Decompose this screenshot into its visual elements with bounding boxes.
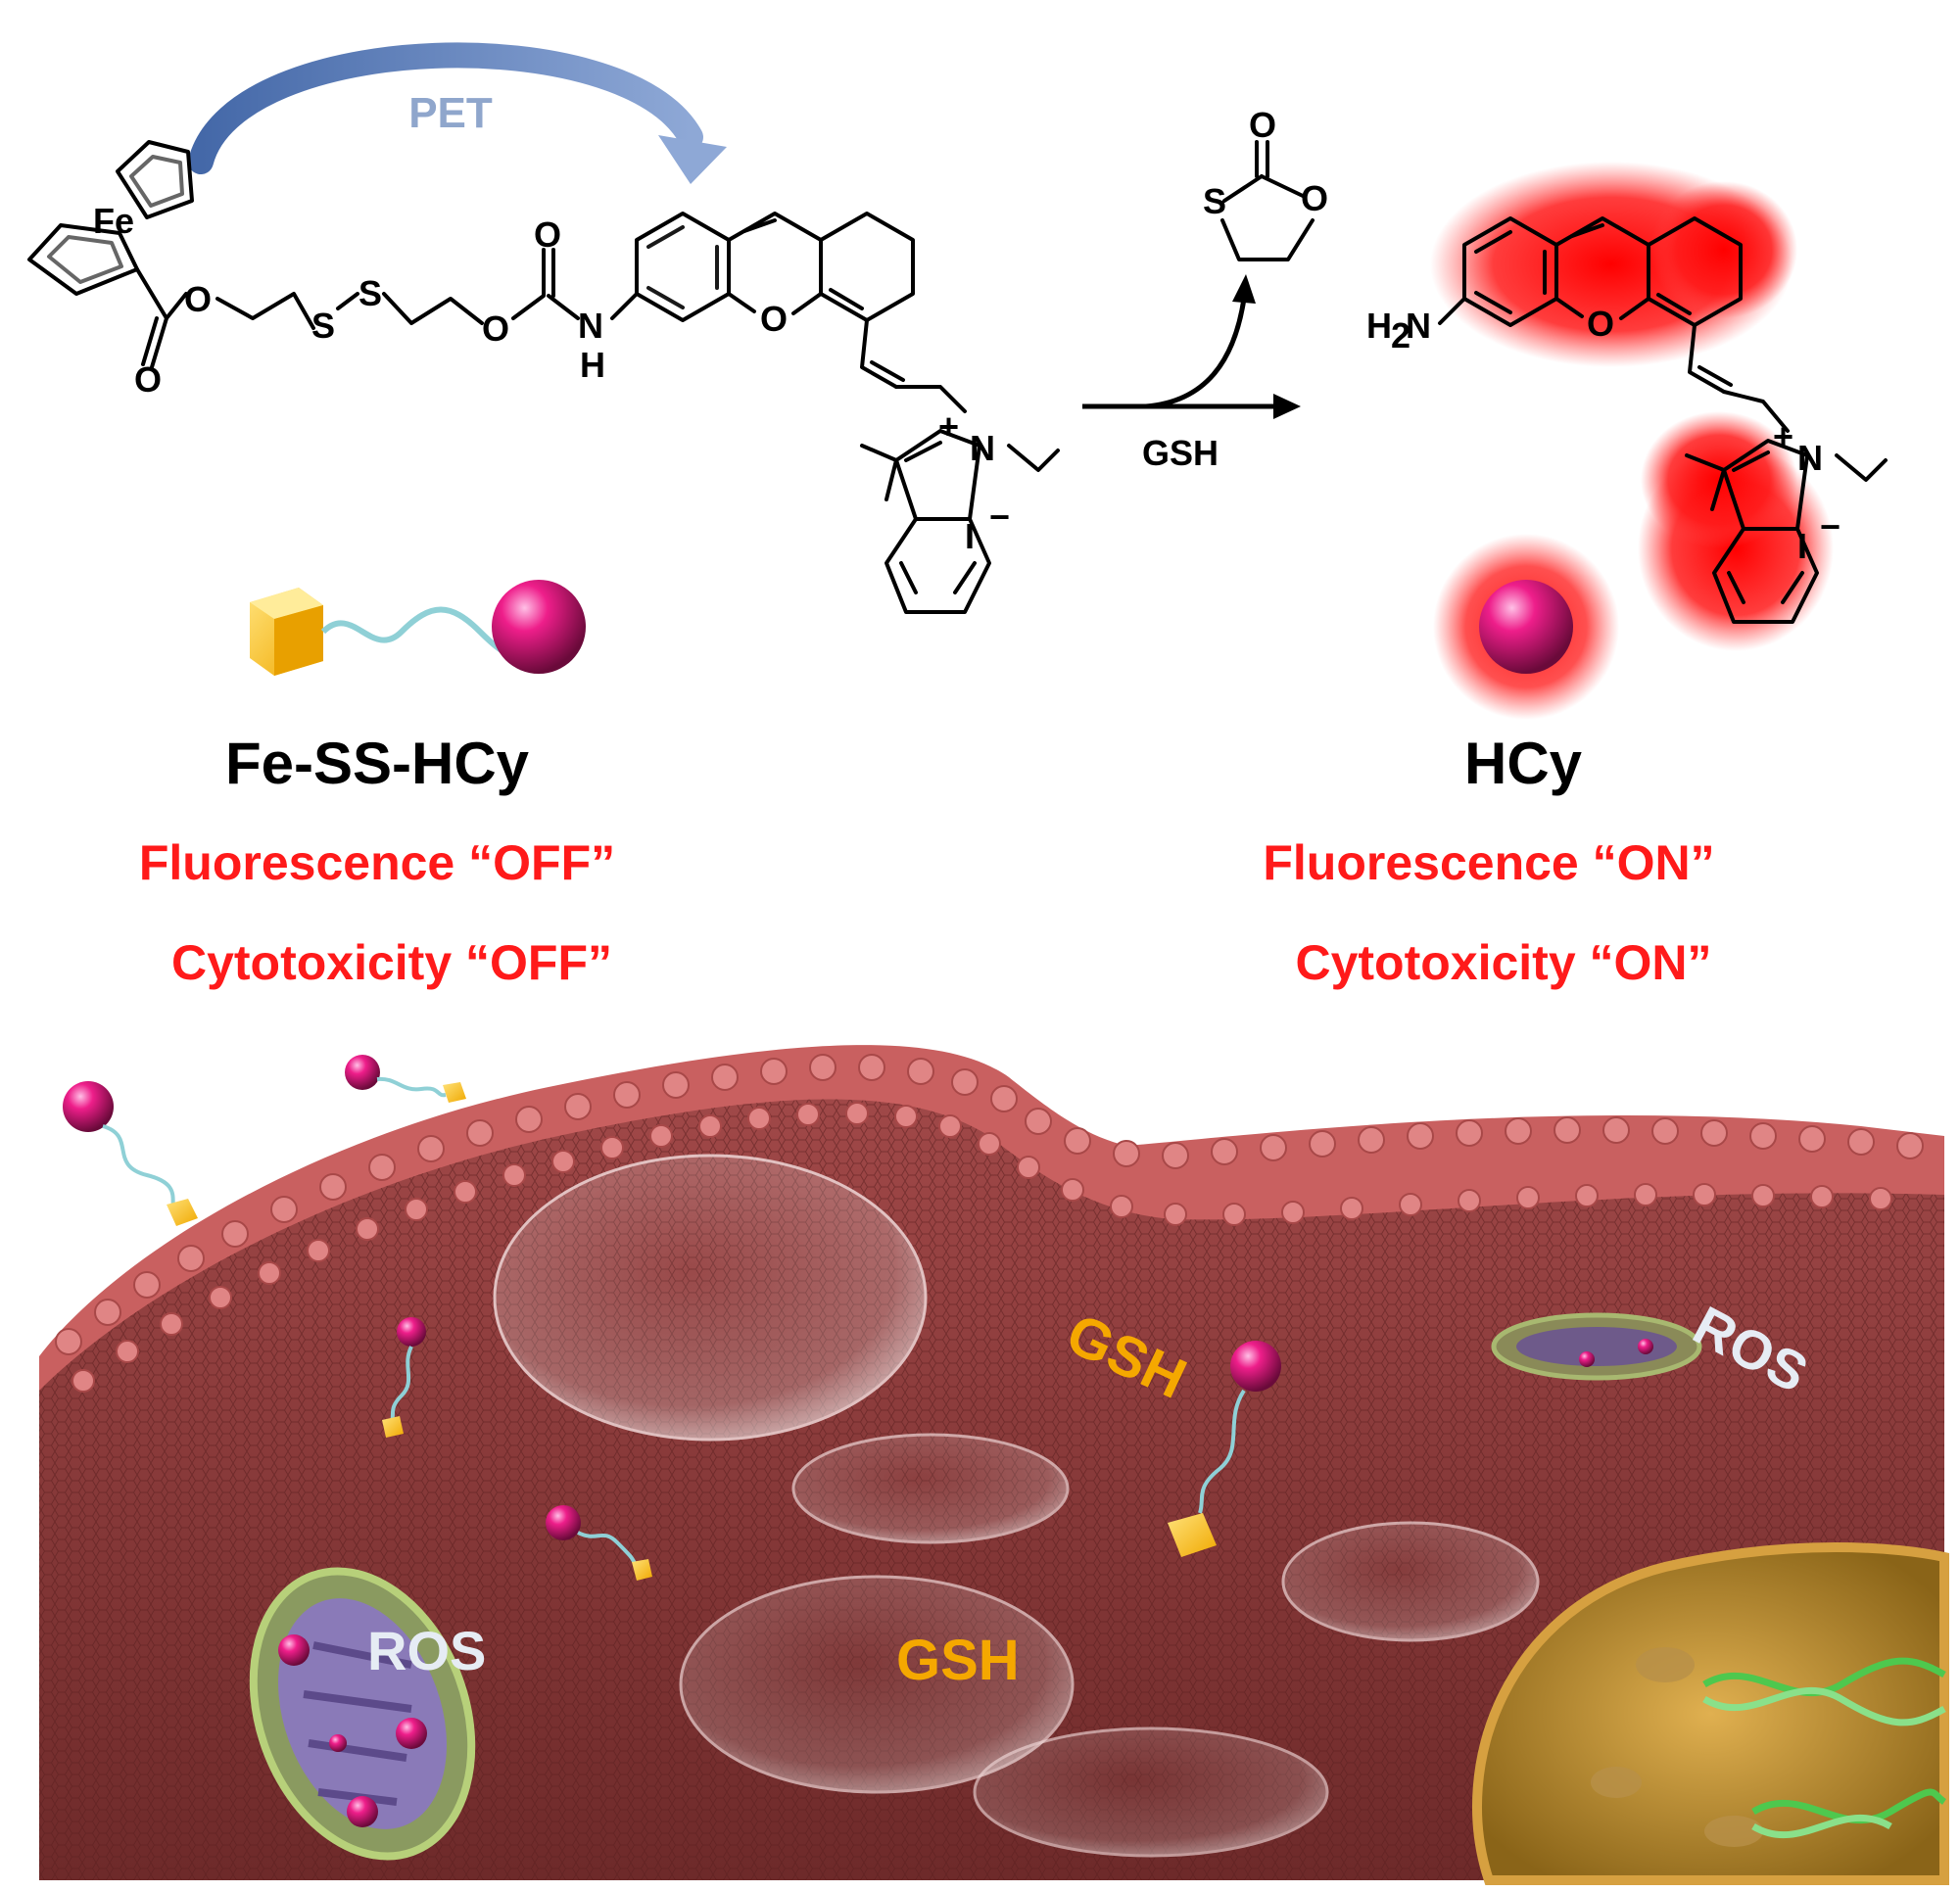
probe-inside-1 [382,1317,426,1438]
reaction-arrow: GSH [1082,274,1301,473]
probe-inside-2 [546,1505,652,1581]
membrane-beads [55,1054,1924,1393]
vesicle-large [493,1154,928,1442]
charge-plus-1: + [938,406,959,447]
vesicle [791,1433,1070,1544]
vesicle [679,1575,1075,1794]
mitochondrion-left [249,1567,476,1861]
atom-nh2-n: N [1406,306,1431,346]
atom-o-byproduct-carbonyl: O [1249,105,1276,145]
reagent-label: GSH [1142,433,1219,473]
charge-plus-2: + [1773,416,1793,456]
atom-fe: Fe [93,201,134,241]
reactant-cartoon [250,580,586,676]
quencher-cube [250,588,323,676]
atom-n-product-indolium: N [1797,438,1823,478]
fluorophore-ball [492,580,586,674]
nucleus [1472,1542,1949,1885]
atom-s-byproduct: S [1203,181,1226,221]
ferrocene-bottom-ring [27,223,139,296]
atom-o-ester-1: O [184,279,212,319]
reactant-cytotoxicity: Cytotoxicity “OFF” [171,935,612,990]
pet-label: PET [408,89,493,137]
cell-illustration: GSH ROS ROS GSH [39,1045,1949,1885]
probe-outside-1 [63,1081,198,1226]
atom-o-product-xanthene: O [1587,304,1614,344]
atom-s-1: S [311,306,335,346]
atom-o-ester-2: O [482,308,509,349]
charge-minus-2: − [1820,506,1840,546]
reactant-fluorescence: Fluorescence “OFF” [139,835,615,890]
reactant-structure: Fe O O S S O O N H O N [27,140,1060,614]
atom-o-byproduct-ring: O [1301,178,1328,218]
ferrocene-top-ring [116,140,194,219]
mitochondrion-right [1491,1312,1702,1381]
atom-s-2: S [359,273,382,313]
product-name: HCy [1464,731,1583,796]
cell-label-ros-2: ROS [367,1620,486,1681]
product-cartoon [1433,534,1619,720]
linker-chain [320,606,516,656]
atom-o-carbonyl-2: O [534,214,561,255]
charge-minus-1: − [989,497,1010,537]
byproduct-structure: O S O [1203,105,1328,261]
atom-nh2-subscript: 2 [1391,315,1410,355]
product-structure: H 2 N O N + I − [1366,216,1888,624]
atom-o-carbonyl-1: O [134,359,162,400]
vesicle [1281,1521,1540,1642]
probe-outside-2 [345,1055,466,1103]
pet-arrow: PET [188,42,727,184]
vesicle [973,1726,1329,1858]
atom-o-xanthene: O [760,299,788,339]
cell-label-gsh-2: GSH [896,1629,1020,1692]
atom-iodide-1: I [965,516,975,556]
atom-h-amide: H [580,345,605,385]
atom-nh2-h: H [1366,306,1392,346]
dna-strand [1702,1657,1946,1697]
atom-n-indolium: N [970,428,995,468]
product-cytotoxicity: Cytotoxicity “ON” [1295,935,1711,990]
atom-n-amide: N [578,306,603,346]
atom-iodide-2: I [1797,526,1807,566]
reactant-name: Fe-SS-HCy [225,731,530,796]
probe-inside-3 [1168,1341,1281,1557]
product-fluorescence: Fluorescence “ON” [1263,835,1714,890]
released-fluorophore-ball [1479,580,1573,674]
